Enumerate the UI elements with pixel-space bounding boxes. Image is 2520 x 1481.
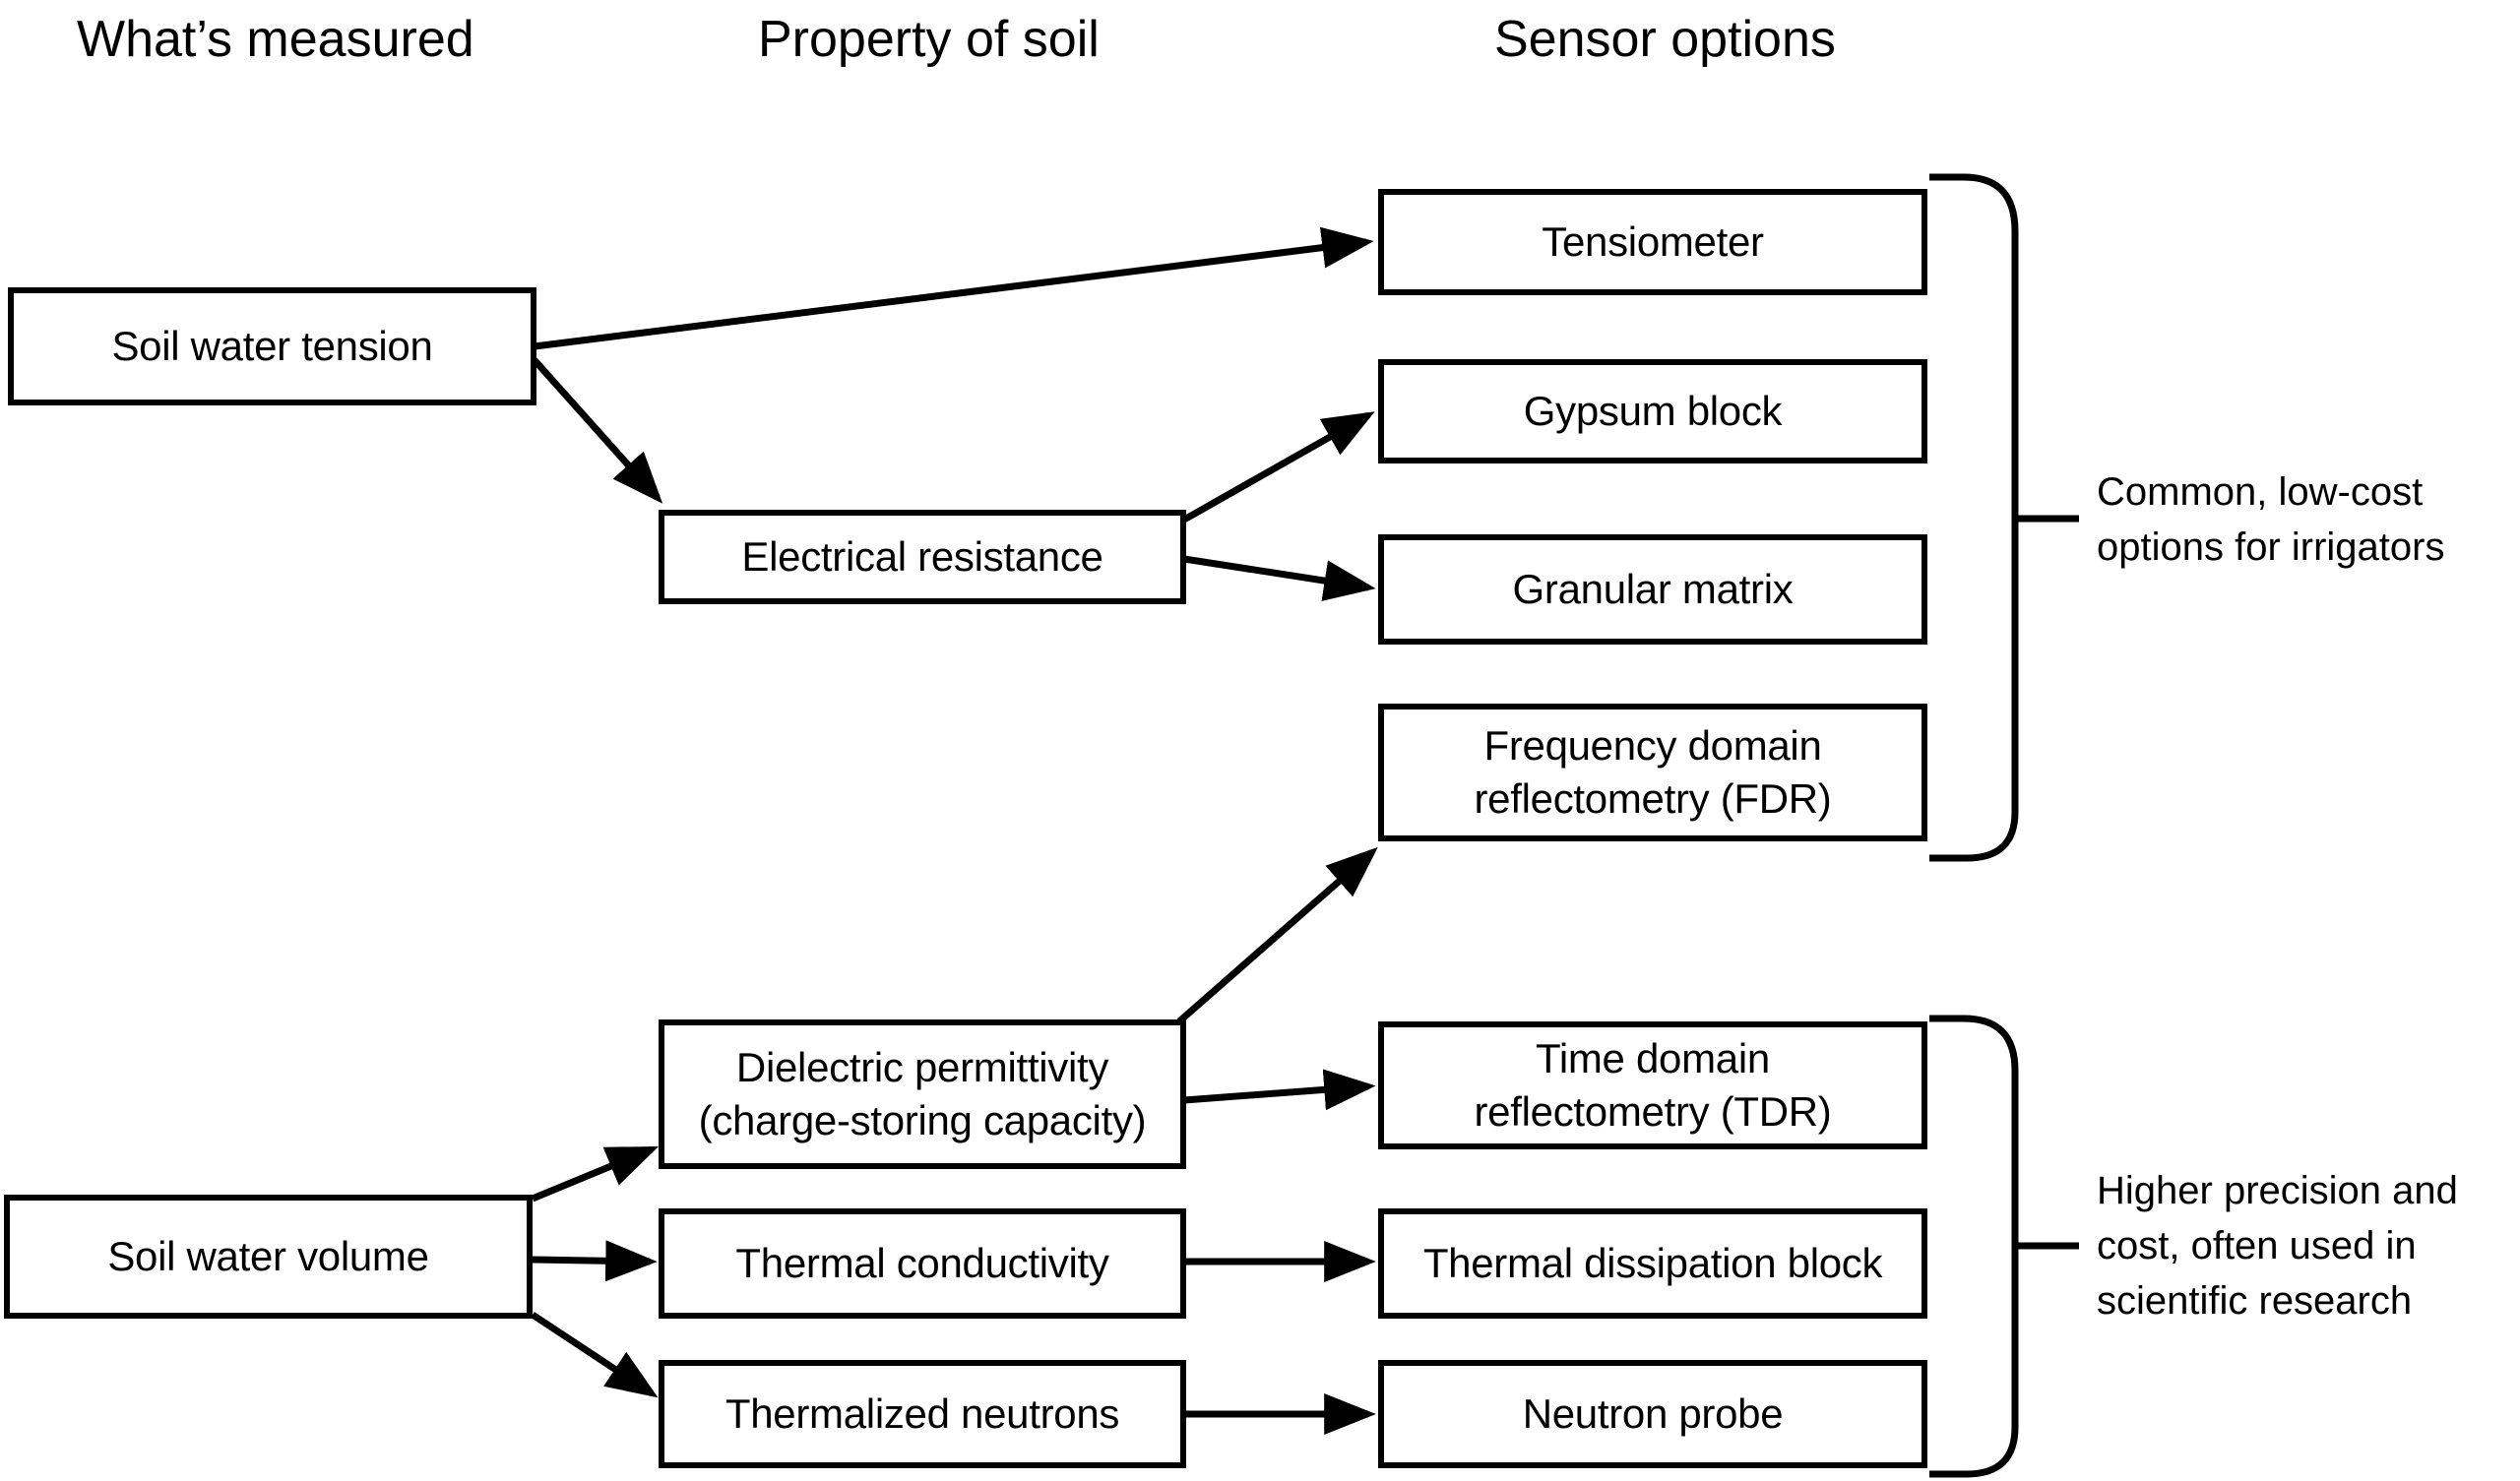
node-soil-water-tension: Soil water tension — [8, 287, 536, 405]
node-thermal-conductivity: Thermal conductivity — [659, 1208, 1186, 1319]
arrow-soil-water-tension-to-electrical-resistance — [532, 357, 663, 504]
node-gypsum-block: Gypsum block — [1378, 359, 1927, 463]
node-soil-water-volume: Soil water volume — [4, 1195, 533, 1319]
node-thermal-dissipation-block: Thermal dissipation block — [1378, 1208, 1927, 1319]
node-dielectric-permittivity: Dielectric permittivity (charge-storing … — [659, 1019, 1186, 1169]
arrow-soil-water-volume-to-dielectric-permittivity — [531, 1145, 660, 1203]
arrow-electrical-resistance-to-granular-matrix — [1183, 555, 1376, 601]
arrow-electrical-resistance-to-gypsum-block — [1182, 411, 1375, 524]
node-time-domain-reflectometry: Time domain reflectometry (TDR) — [1378, 1021, 1927, 1149]
node-granular-matrix: Granular matrix — [1378, 534, 1927, 645]
arrow-soil-water-volume-to-thermal-conductivity — [532, 1240, 658, 1282]
node-thermalized-neutrons: Thermalized neutrons — [659, 1360, 1186, 1468]
arrow-dielectric-permittivity-to-fdr — [1176, 846, 1378, 1024]
column-header-sensor-options: Sensor options — [1494, 11, 1836, 68]
annotation-higher-precision: Higher precision and cost, often used in… — [2097, 1169, 2458, 1323]
node-tensiometer: Tensiometer — [1378, 189, 1927, 295]
arrow-dielectric-permittivity-to-tdr — [1183, 1069, 1376, 1111]
column-header-whats-measured: What’s measured — [77, 11, 474, 68]
column-header-property-of-soil: Property of soil — [758, 11, 1100, 68]
node-neutron-probe: Neutron probe — [1378, 1360, 1927, 1468]
bracket-precision-group — [1929, 1015, 2079, 1478]
node-electrical-resistance: Electrical resistance — [659, 510, 1186, 604]
arrow-soil-water-tension-to-tensiometer — [534, 226, 1374, 350]
arrow-soil-water-volume-to-thermalized-neutrons — [531, 1312, 659, 1398]
node-frequency-domain-reflectometry: Frequency domain reflectometry (FDR) — [1378, 704, 1927, 841]
bracket-common-group — [1929, 173, 2079, 862]
annotation-common-low-cost: Common, low-cost options for irrigators — [2097, 470, 2445, 569]
